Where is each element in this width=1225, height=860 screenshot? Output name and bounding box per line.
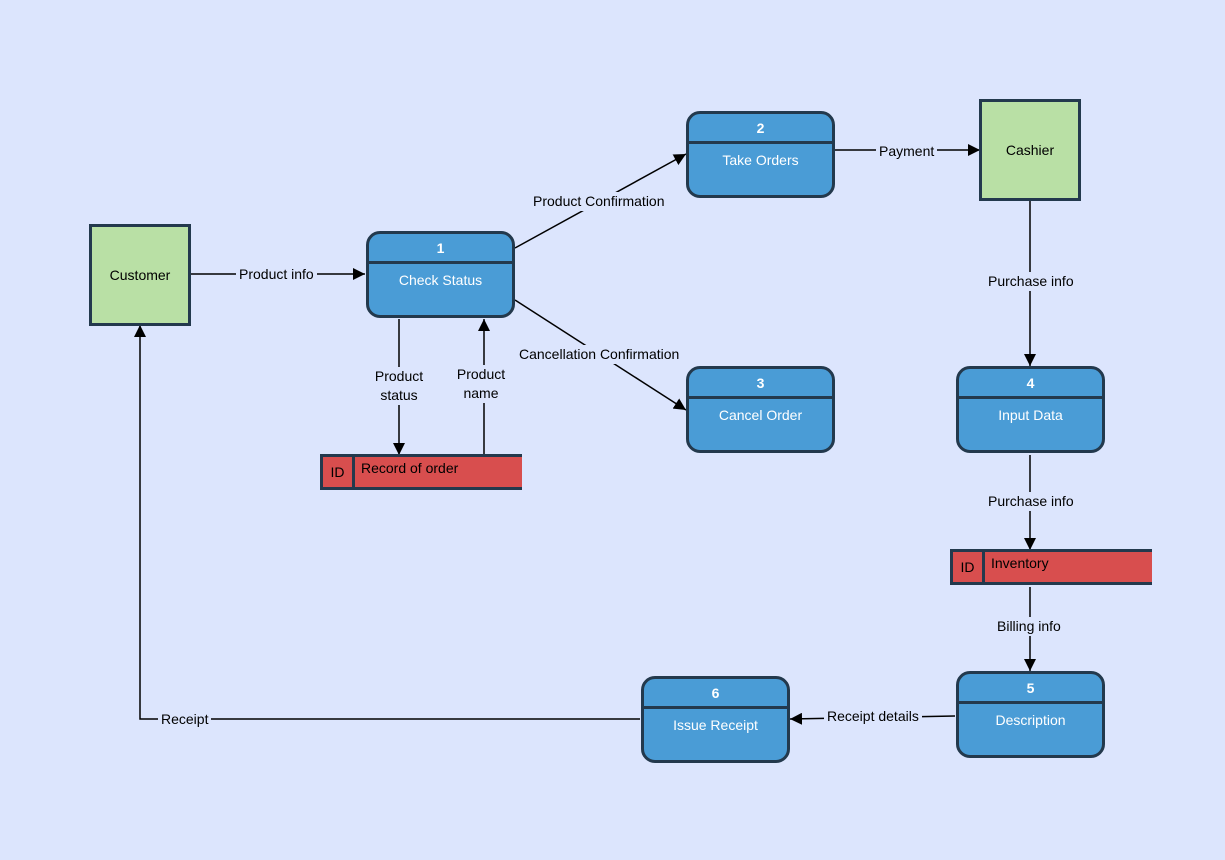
process-name: Cancel Order <box>718 407 803 423</box>
process-name: Issue Receipt <box>673 717 758 733</box>
process-name: Take Orders <box>722 152 799 168</box>
flow-label-product-name: Product name <box>450 365 512 403</box>
store-inventory[interactable]: ID Inventory <box>950 549 1152 585</box>
process-name: Input Data <box>998 407 1063 423</box>
flow-label-product-info: Product info <box>236 265 317 284</box>
flow-label-line: Product <box>374 368 424 384</box>
flow-label-line: status <box>380 387 418 403</box>
flow-label-billing-info: Billing info <box>994 617 1064 636</box>
process-check-status[interactable]: 1 Check Status <box>366 231 515 318</box>
store-id: ID <box>953 552 985 582</box>
process-number: 6 <box>644 679 787 709</box>
store-id: ID <box>323 457 355 487</box>
process-issue-receipt[interactable]: 6 Issue Receipt <box>641 676 790 763</box>
process-number: 5 <box>959 674 1102 704</box>
flow-label-receipt: Receipt <box>158 710 212 729</box>
flow-label-product-status: Product status <box>368 367 430 405</box>
process-number: 4 <box>959 369 1102 399</box>
store-name: Inventory <box>991 555 1049 571</box>
entity-customer-label: Customer <box>109 267 171 283</box>
flow-label-line: Product <box>456 366 506 382</box>
process-cancel-order[interactable]: 3 Cancel Order <box>686 366 835 453</box>
entity-cashier[interactable]: Cashier <box>979 99 1081 201</box>
process-name: Check Status <box>398 272 483 288</box>
store-record-of-order[interactable]: ID Record of order <box>320 454 522 490</box>
flow-label-cancellation-confirmation: Cancellation Confirmation <box>516 345 683 364</box>
process-take-orders[interactable]: 2 Take Orders <box>686 111 835 198</box>
process-number: 1 <box>369 234 512 264</box>
flow-line-receipt <box>134 325 640 720</box>
entity-customer[interactable]: Customer <box>89 224 191 326</box>
process-input-data[interactable]: 4 Input Data <box>956 366 1105 453</box>
store-name: Record of order <box>361 460 459 476</box>
process-number: 2 <box>689 114 832 144</box>
process-description[interactable]: 5 Description <box>956 671 1105 758</box>
flow-label-receipt-details: Receipt details <box>824 707 922 726</box>
process-name: Description <box>995 712 1066 728</box>
flow-label-product-confirmation: Product Confirmation <box>530 192 668 211</box>
process-number: 3 <box>689 369 832 399</box>
flow-label-line: name <box>463 385 499 401</box>
flow-label-purchase-info-1: Purchase info <box>985 272 1077 291</box>
flow-label-purchase-info-2: Purchase info <box>985 492 1077 511</box>
flow-label-payment: Payment <box>876 142 938 161</box>
entity-cashier-label: Cashier <box>1005 142 1055 158</box>
